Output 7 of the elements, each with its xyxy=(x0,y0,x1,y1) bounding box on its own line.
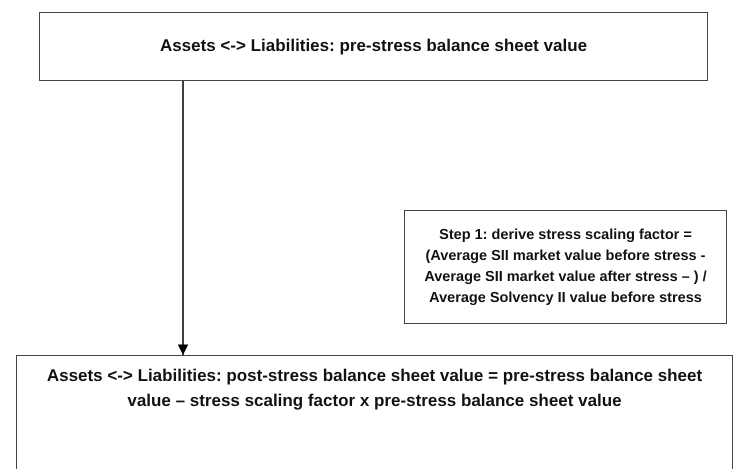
process-box xyxy=(404,210,727,324)
process-box xyxy=(16,355,733,469)
arrow xyxy=(178,81,188,355)
process-box xyxy=(39,12,708,81)
box-text: Assets <-> Liabilities: post-stress balance sheet value = pre-stress balance sheet value – stress scaling factor x pre-stress balance sheet value xyxy=(46,365,704,412)
box-text: Step 1: derive stress scaling factor = (Average SII market value before stress - Average SII market value after stress – ) / Average Solvency II value before stress xyxy=(423,226,708,308)
box-text: Assets <-> Liabilities: pre-stress balance sheet value xyxy=(160,35,588,58)
